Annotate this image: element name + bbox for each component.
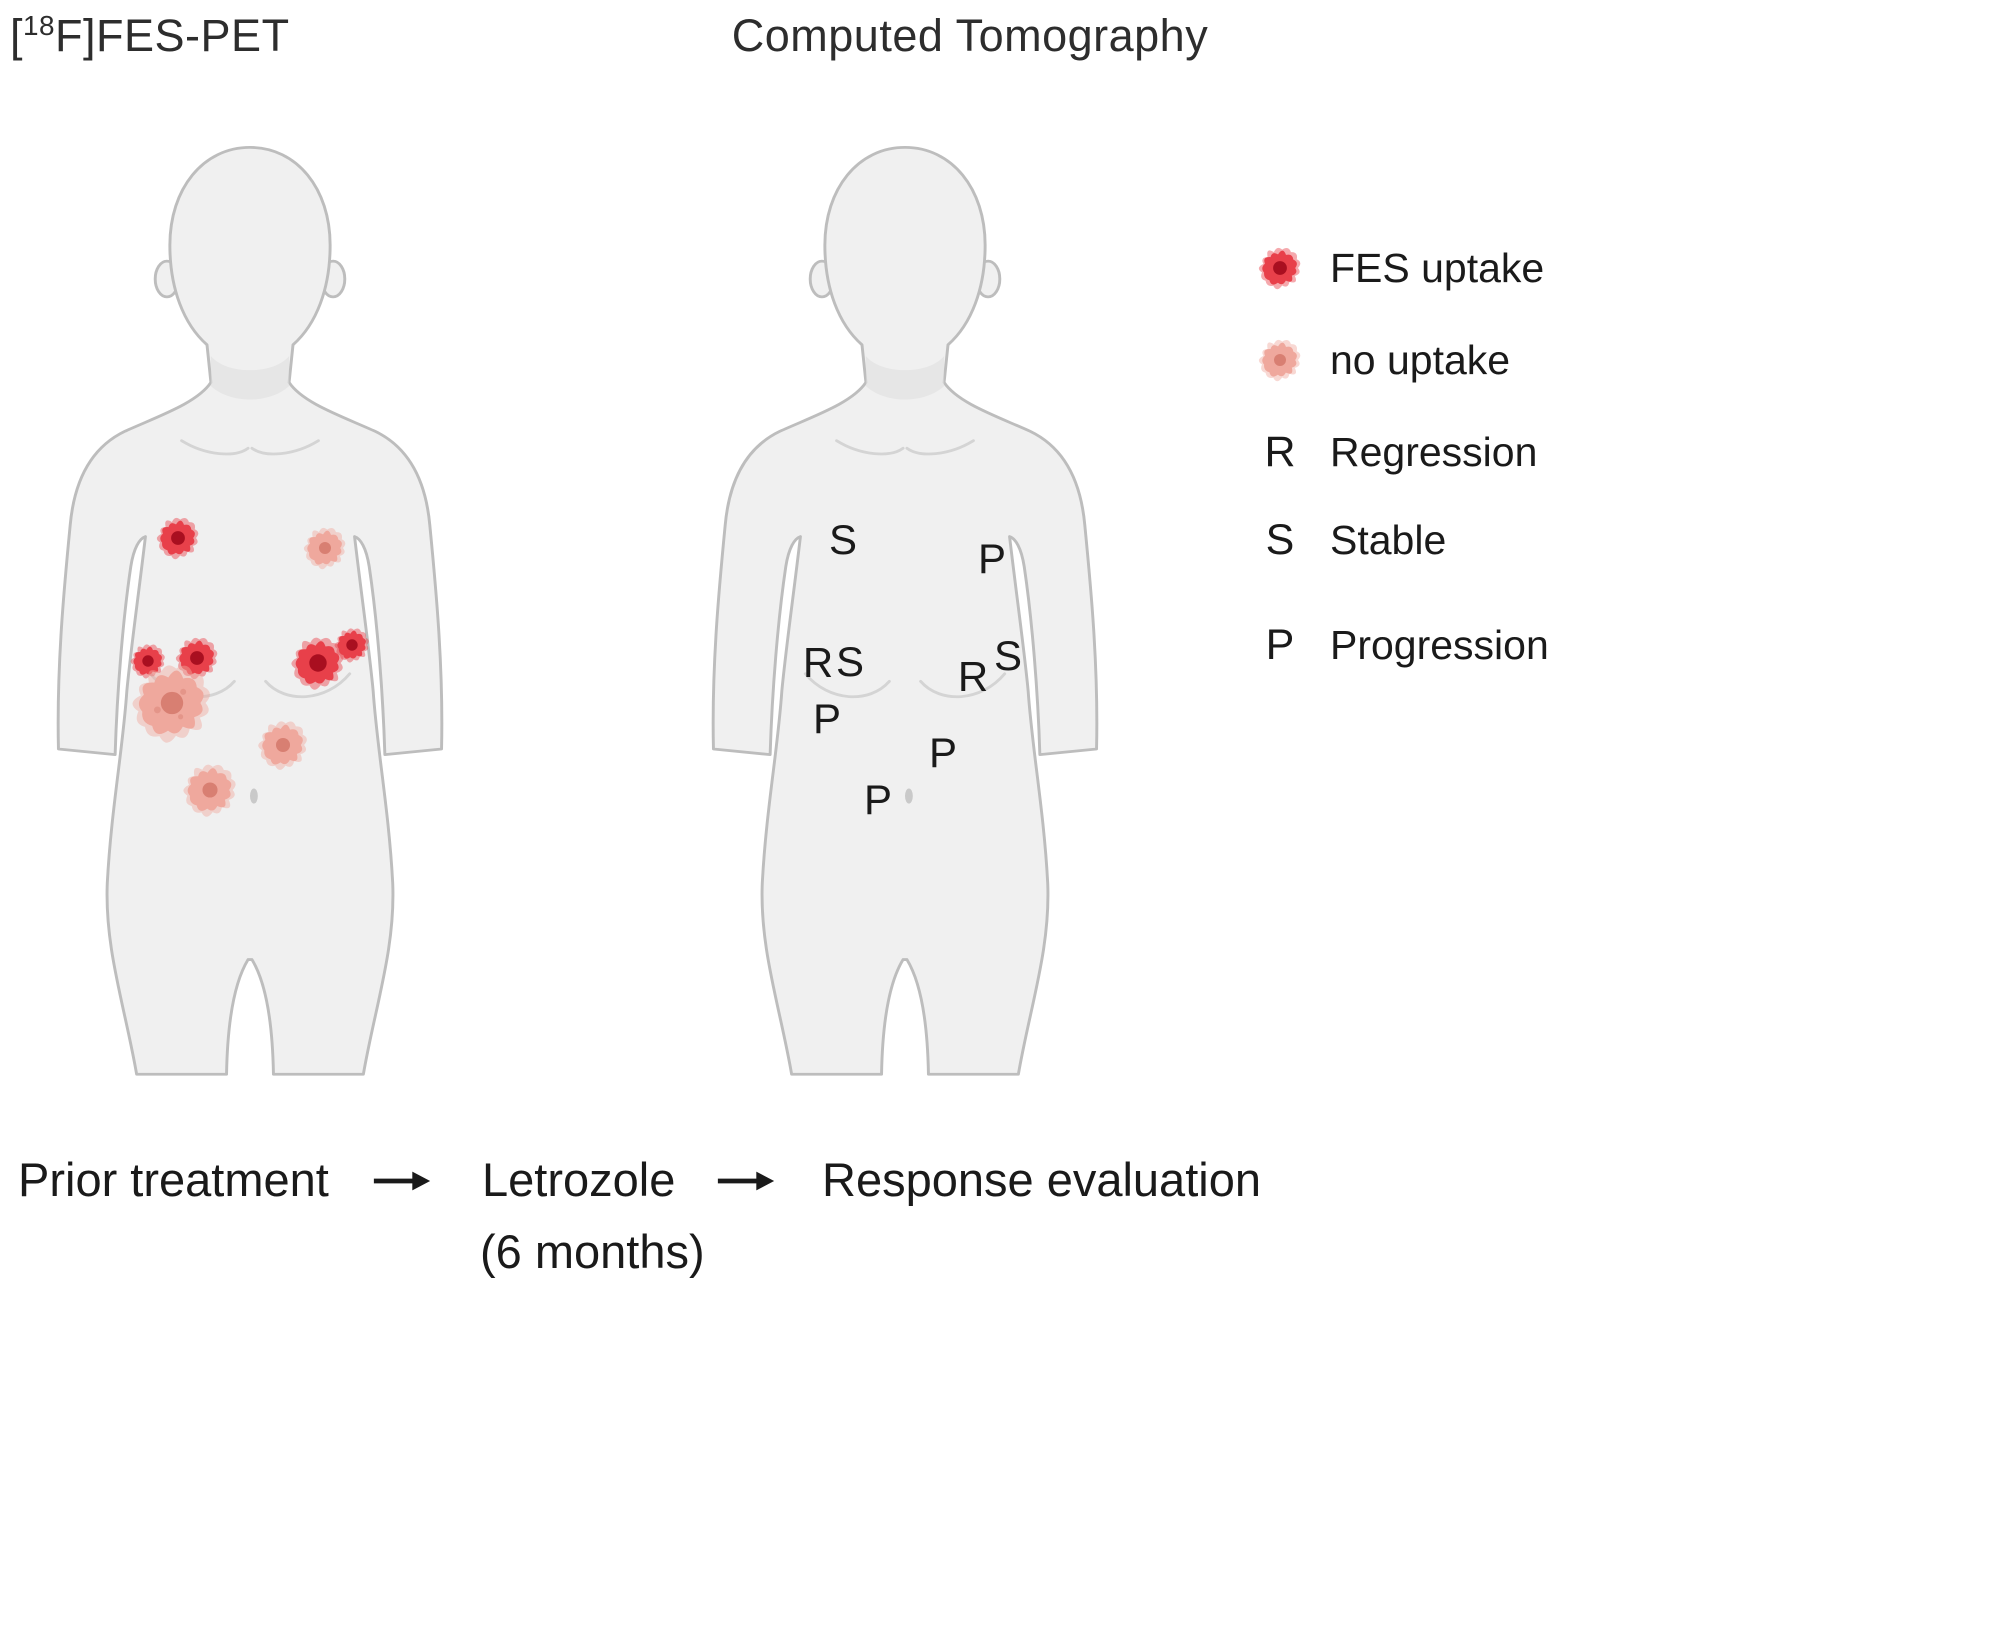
legend-label-progression: Progression (1330, 621, 1549, 668)
response-mark-P: P (812, 695, 842, 742)
lesion-pink (181, 761, 239, 819)
lesion-glyph-pink (303, 527, 346, 570)
lesion-red (333, 626, 371, 664)
response-mark-P: P (928, 729, 958, 776)
lesion-glyph-red (1258, 247, 1301, 290)
legend-label-no-uptake: no uptake (1330, 336, 1511, 383)
lesion-red (289, 634, 347, 692)
response-mark-R: R (802, 639, 834, 686)
legend-item-progression: P Progression (1248, 609, 1549, 681)
ct-body-figure (711, 145, 1099, 1076)
response-mark-R: R (957, 653, 989, 700)
arrow-right-icon (717, 1171, 775, 1191)
legend-symbol-regression: R (1264, 427, 1296, 476)
lesion-glyph-red (291, 637, 344, 690)
response-mark-S: S (993, 632, 1023, 679)
legend-symbol-stable: S (1265, 515, 1295, 564)
pet-title: [18F]FES-PET (10, 10, 290, 62)
lesion-glyph-pink (132, 665, 210, 743)
lesion-glyph-red (334, 628, 369, 663)
response-mark-S: S (835, 638, 865, 685)
response-mark-S: S (828, 516, 858, 563)
workflow-step-response-evaluation: Response evaluation (822, 1153, 1261, 1206)
ct-title: Computed Tomography (731, 10, 1209, 61)
lesion-pink (129, 660, 215, 746)
workflow-step-letrozole: Letrozole (482, 1153, 676, 1206)
lesion-glyph-red (175, 637, 218, 680)
pet-title-isotope: 18 (23, 10, 56, 41)
lesion-red (174, 635, 220, 681)
fes-uptake-lesion-icon (1248, 245, 1312, 291)
no-uptake-lesion-icon (1248, 337, 1312, 383)
legend-label-fes-uptake: FES uptake (1330, 244, 1545, 291)
lesion-red (155, 515, 201, 561)
workflow-letrozole-duration: (6 months) (480, 1225, 705, 1278)
lesion-glyph-red (156, 517, 199, 560)
legend-label-regression: Regression (1330, 428, 1538, 475)
legend-item-regression: R Regression (1248, 416, 1537, 488)
legend-symbol-progression: P (1265, 620, 1295, 669)
pet-title-rest: F]FES-PET (55, 10, 290, 61)
lesion-glyph-pink (183, 764, 236, 817)
lesion-pink (256, 718, 310, 772)
legend-item-stable: S Stable (1248, 504, 1447, 576)
lesion-glyph-red (130, 644, 165, 679)
legend-item-no-uptake: no uptake (1248, 324, 1510, 396)
workflow-step-prior-treatment: Prior treatment (18, 1153, 329, 1206)
lesion-glyph-pink (1258, 339, 1301, 382)
response-mark-P: P (977, 535, 1007, 582)
legend-label-stable: Stable (1330, 516, 1447, 563)
response-mark-P: P (863, 776, 893, 823)
arrow-right-icon (373, 1171, 431, 1191)
lesion-glyph-pink (258, 721, 307, 770)
legend-item-fes-uptake: FES uptake (1248, 232, 1544, 304)
pet-title-bracket: [ (10, 10, 24, 61)
lesion-red (129, 642, 167, 680)
lesion-pink (302, 525, 348, 571)
pet-body-figure (56, 145, 444, 1076)
